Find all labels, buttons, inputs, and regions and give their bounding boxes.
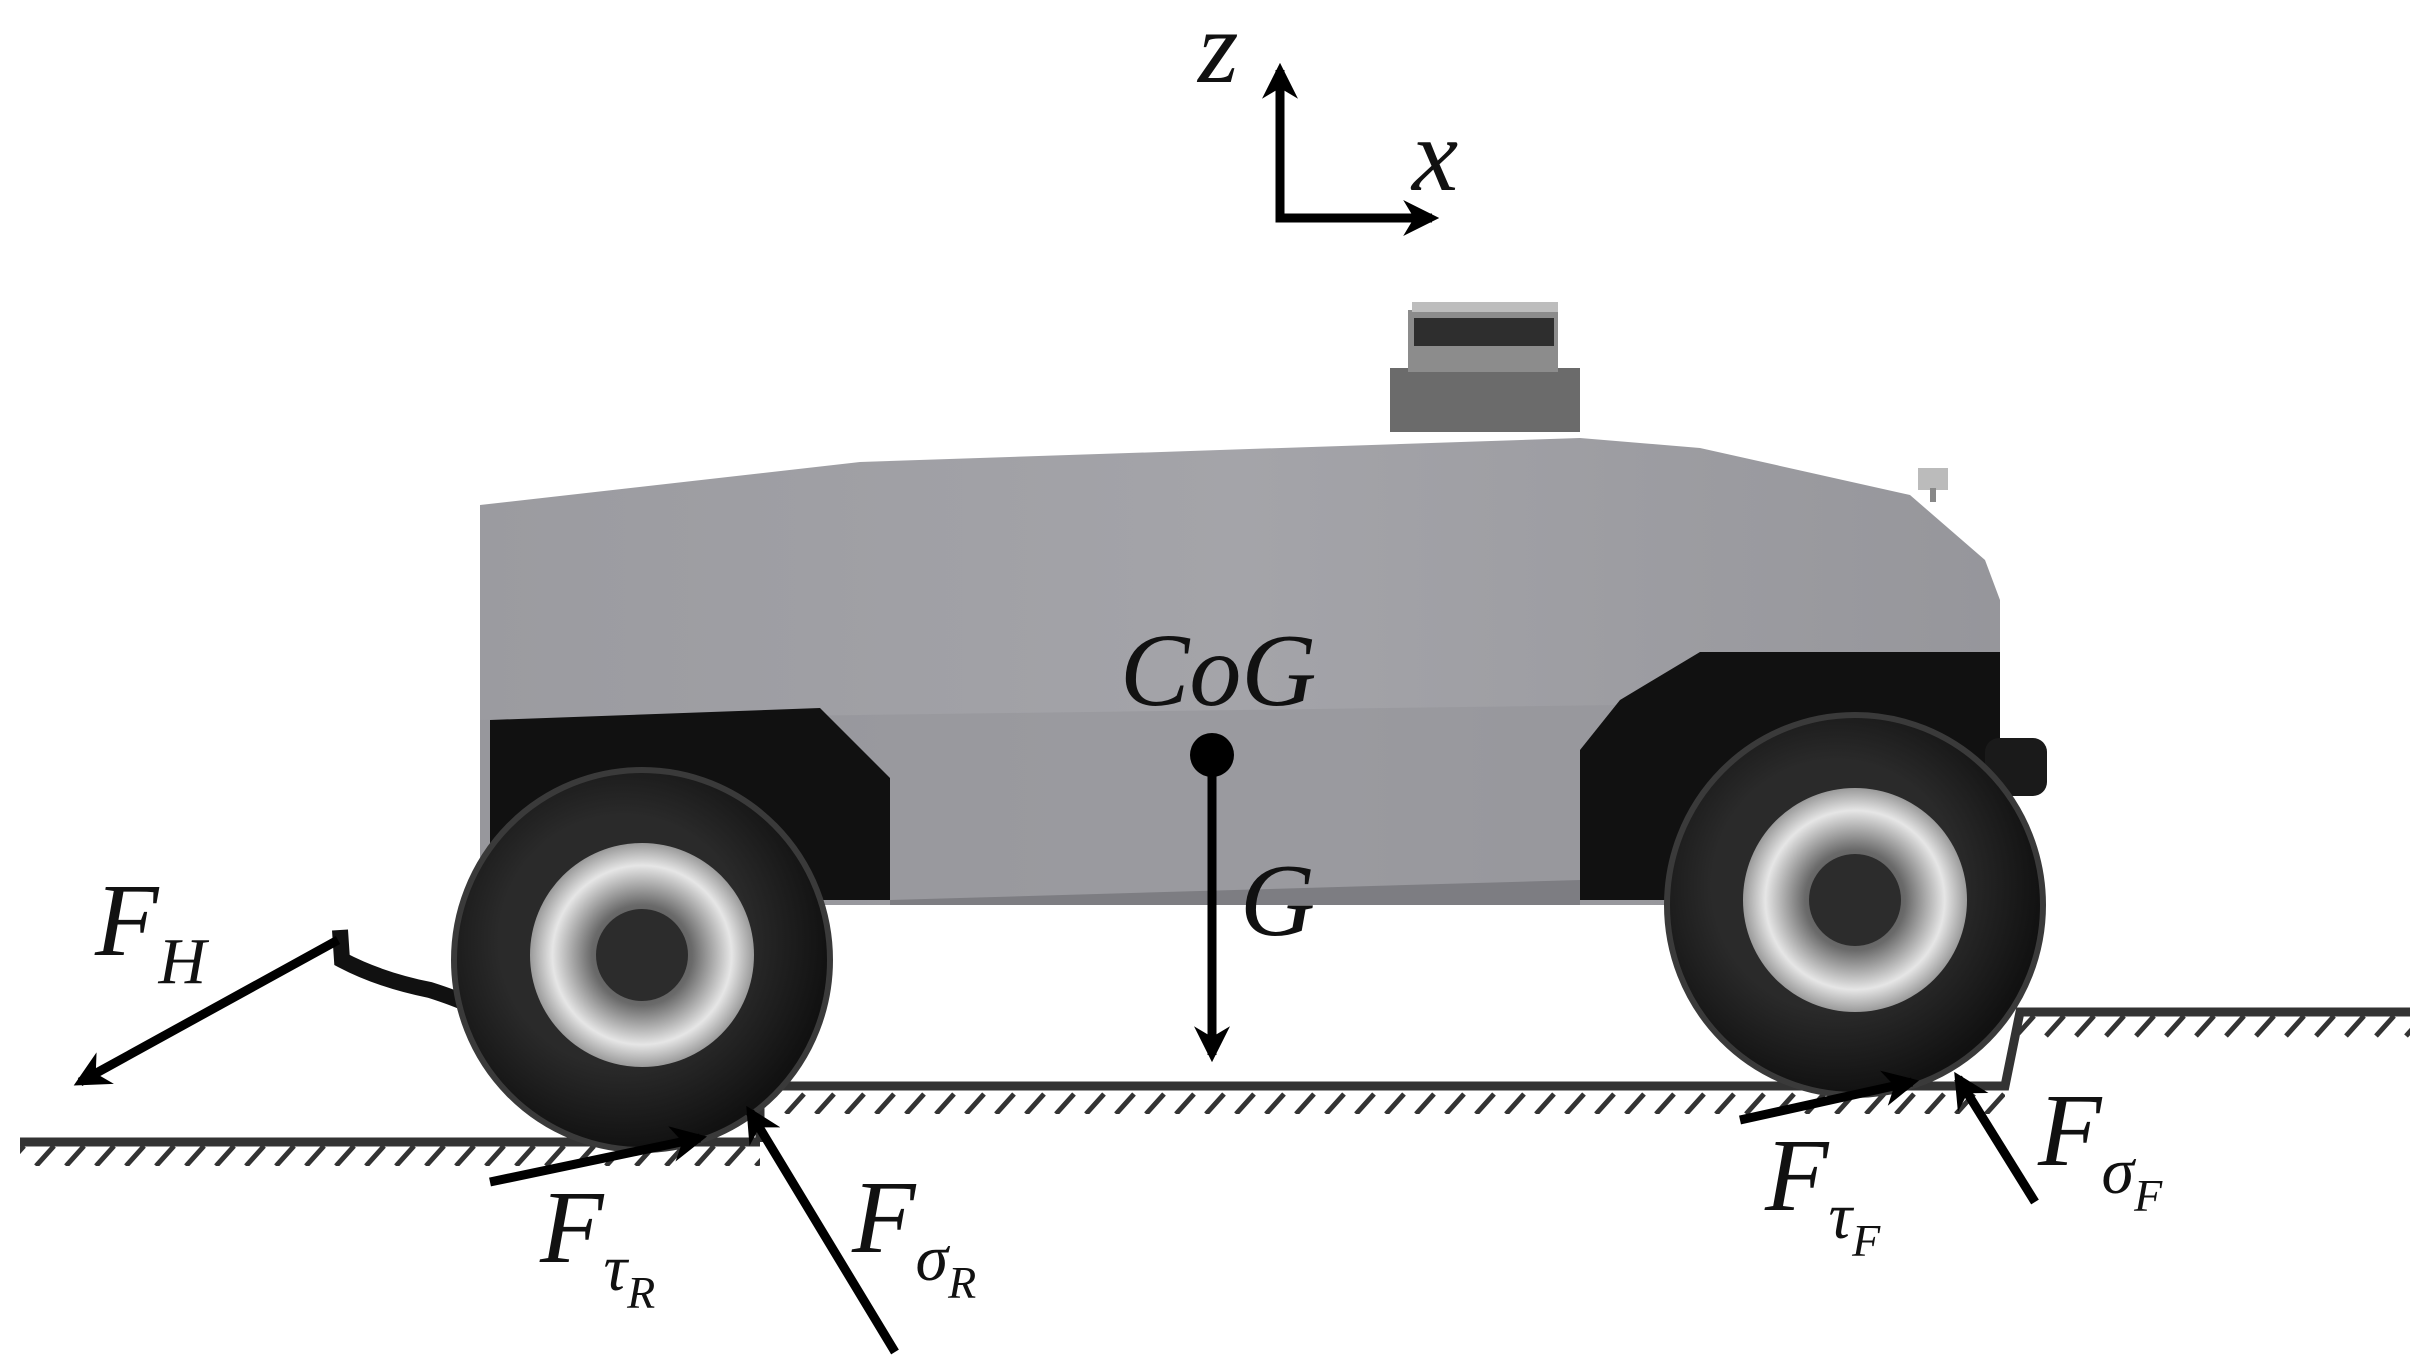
rear-normal-label: FσR bbox=[851, 1160, 976, 1308]
hitch-force-arrow bbox=[73, 936, 341, 1086]
coordinate-axes: z x bbox=[1196, 0, 1458, 236]
front-wheel bbox=[1664, 712, 2046, 1098]
z-axis-label: z bbox=[1196, 0, 1238, 105]
rear-traction-label: FτR bbox=[539, 1170, 655, 1318]
rear-traction-force: FτR bbox=[489, 1126, 708, 1318]
hitch-force: FH bbox=[73, 863, 341, 1086]
cog-label: CoG bbox=[1120, 613, 1316, 728]
front-normal-arrow bbox=[1954, 1071, 2039, 1205]
front-traction-label: FτF bbox=[1764, 1118, 1881, 1266]
front-traction-force: FτF bbox=[1739, 1070, 1920, 1266]
x-axis-label: x bbox=[1410, 98, 1458, 213]
front-traction-arrow bbox=[1739, 1070, 1920, 1125]
rear-traction-arrow bbox=[489, 1126, 708, 1187]
front-normal-label: FσF bbox=[2037, 1073, 2163, 1221]
center-of-gravity: CoG G bbox=[1120, 613, 1316, 1063]
hitch-force-label: FH bbox=[94, 863, 210, 998]
gravity-label: G bbox=[1240, 843, 1315, 958]
rear-normal-force: FσR bbox=[746, 1105, 976, 1355]
cog-point bbox=[1190, 733, 1234, 777]
sensor-base bbox=[1390, 368, 1580, 432]
rear-normal-arrow bbox=[746, 1105, 899, 1355]
front-normal-force: FσF bbox=[1954, 1071, 2163, 1221]
rear-wheel bbox=[451, 767, 833, 1153]
